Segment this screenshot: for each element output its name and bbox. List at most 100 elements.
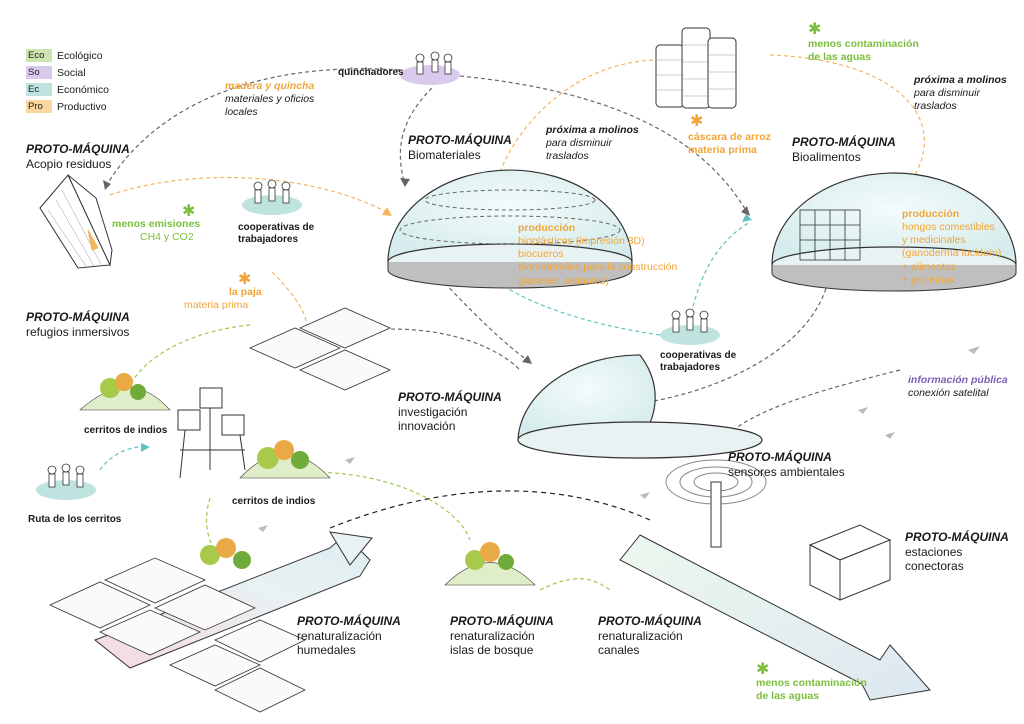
star-icon: ✱ — [808, 21, 822, 38]
arrow-quinchadores-biomat — [399, 87, 433, 186]
note-paja: la paja materia prima — [184, 286, 262, 312]
note-cascara: cáscara de arroz materia prima — [688, 131, 771, 157]
flow-arrow-canales — [619, 534, 931, 701]
machine-name-line2: canales — [598, 643, 640, 658]
proto-keyword: PROTO-MÁQUINA — [297, 614, 401, 628]
note-produccion-bioalimentos: producción hongos comestibles y medicina… — [902, 208, 1001, 287]
machine-canales: PROTO-MÁQUINA renaturalización canales — [598, 614, 702, 658]
arrow-coop2-bioali — [689, 221, 751, 321]
legend-tag: So — [26, 66, 52, 79]
note-line2: traslados — [546, 150, 589, 163]
birds — [258, 346, 980, 532]
note-line2: materia prima — [688, 144, 757, 157]
label-line2: trabajadores — [660, 362, 721, 373]
legend-item-economico: Ec Económico — [26, 81, 109, 98]
note-title: la paja — [229, 286, 262, 298]
label-quinchadores: quinchadores — [338, 67, 404, 78]
machine-humedales: PROTO-MÁQUINA renaturalización humedales — [297, 614, 401, 658]
sensor-antenna — [665, 459, 767, 548]
note-line2: locales — [225, 106, 258, 119]
note-produccion-biomateriales: producción bioplásticos (impresión 3D) b… — [518, 222, 677, 288]
note-line2: CH4 y CO2 — [140, 231, 194, 244]
dome-bioalimentos — [771, 172, 1017, 292]
arrow-refugio-cerritos — [129, 324, 251, 386]
acopio-structure — [39, 174, 113, 269]
cerritos-trees — [79, 373, 536, 586]
machine-name-line2: islas de bosque — [450, 643, 534, 658]
arrow-coop2-biomat — [497, 281, 661, 336]
proto-keyword: PROTO-MÁQUINA — [598, 614, 702, 628]
note-line2: biocueros — [518, 248, 564, 261]
arrow-refugio-investig — [369, 328, 521, 371]
arrow-isla-canal — [539, 578, 611, 591]
machine-refugios: PROTO-MÁQUINA refugios inmersivos — [26, 310, 130, 339]
machine-name-line1: renaturalización — [598, 628, 683, 643]
refugio-tower — [177, 387, 246, 479]
label-cerritos-1: cerritos de indios — [84, 425, 168, 436]
arrow-paja-coop — [271, 271, 307, 331]
arrow-quinchadores-bioali — [459, 75, 749, 215]
note-title: producción — [518, 222, 576, 234]
proto-keyword: PROTO-MÁQUINA — [398, 390, 502, 404]
label-cerritos-2: cerritos de indios — [232, 496, 316, 507]
star-icon: ✱ — [756, 661, 770, 678]
arrow-cerritos-humedal — [205, 497, 213, 546]
note-madera: madera y quincha materiales y oficios lo… — [225, 80, 314, 119]
arrow-info-sensors — [721, 369, 901, 441]
label-coop2: cooperativas de trabajadores — [660, 350, 736, 374]
arrow-cerritos-isla — [299, 471, 471, 541]
machine-name-line2: innovación — [398, 419, 456, 434]
wetland-tiles — [49, 557, 306, 713]
proto-keyword: PROTO-MÁQUINA — [905, 530, 1009, 544]
note-emisiones: menos emisiones CH4 y CO2 — [112, 218, 200, 244]
proto-keyword: PROTO-MÁQUINA — [728, 450, 832, 464]
note-line1: hongos comestibles — [902, 221, 995, 234]
legend-label: Social — [57, 66, 86, 79]
note-line3: biomateriales para la construcción — [518, 261, 678, 274]
machine-name: Acopio residuos — [26, 156, 112, 171]
note-line3: (ganoderma lucidum) — [902, 247, 1002, 260]
machine-investigacion: PROTO-MÁQUINA investigación innovación — [398, 390, 502, 434]
note-proxima-molinos-1: próxima a molinos para disminuir traslad… — [546, 124, 639, 163]
arrow-biomat-investig — [439, 277, 531, 363]
machine-name-line1: estaciones — [905, 544, 963, 559]
machine-name: Biomateriales — [408, 147, 481, 162]
machine-name-line1: renaturalización — [450, 628, 535, 643]
note-informacion: información pública conexión satelital — [908, 374, 1008, 400]
machine-name: Bioalimentos — [792, 149, 861, 164]
note-line2: de las aguas — [808, 51, 872, 64]
arrow-ruta-cerritos — [99, 446, 149, 471]
note-contaminacion-bottom: menos contaminación de las aguas — [756, 677, 867, 703]
star-icon: ✱ — [238, 271, 252, 288]
note-line1: menos contaminación — [808, 38, 919, 50]
label-line1: cooperativas de — [238, 222, 315, 233]
legend-label: Ecológico — [57, 49, 103, 62]
proto-keyword: PROTO-MÁQUINA — [408, 133, 512, 147]
legend-item-productivo: Pro Productivo — [26, 98, 109, 115]
machine-sensores: PROTO-MÁQUINA sensores ambientales — [728, 450, 845, 479]
dome-investigacion — [517, 354, 763, 459]
proto-keyword: PROTO-MÁQUINA — [792, 135, 896, 149]
label-coop1: cooperativas de trabajadores — [238, 222, 314, 246]
legend: Eco Ecológico So Social Ec Económico Pro… — [26, 47, 109, 115]
machine-name-line1: renaturalización — [297, 628, 382, 643]
note-title: información pública — [908, 374, 1008, 386]
estacion-building — [808, 524, 892, 601]
star-icon: ✱ — [690, 113, 704, 130]
note-title: madera y quincha — [225, 80, 315, 92]
machine-islas: PROTO-MÁQUINA renaturalización islas de … — [450, 614, 554, 658]
note-line2: de las aguas — [756, 690, 820, 703]
note-line1: menos contaminación — [756, 677, 867, 689]
legend-item-eco: Eco Ecológico — [26, 47, 109, 64]
proto-keyword: PROTO-MÁQUINA — [450, 614, 554, 628]
note-title: próxima a molinos — [914, 74, 1007, 86]
legend-label: Productivo — [57, 100, 107, 113]
note-line1: bioplásticos (impresión 3D) — [518, 235, 645, 248]
refugio-tiles — [249, 307, 391, 391]
dome-biomateriales — [387, 169, 633, 289]
legend-tag: Eco — [26, 49, 52, 62]
machine-name-line1: investigación — [398, 404, 468, 419]
machine-biomateriales: PROTO-MÁQUINA Biomateriales — [408, 133, 512, 162]
